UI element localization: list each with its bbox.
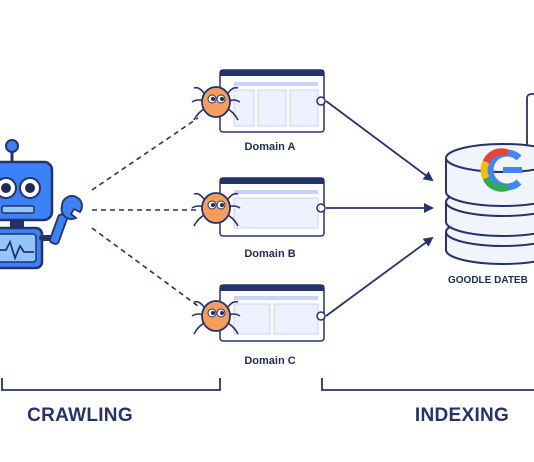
indexing-bracket (321, 378, 534, 391)
arrow-c (325, 236, 434, 317)
google-logo-icon (480, 148, 522, 192)
connector-a (91, 117, 199, 191)
robot-icon (0, 139, 59, 270)
domain-window-c (219, 284, 326, 342)
index-arrows (325, 100, 434, 317)
arrow-a (325, 100, 434, 182)
domain-label-c: Domain C (244, 355, 295, 367)
spider-icon (191, 192, 241, 227)
domain-label-b: Domain B (244, 248, 295, 260)
connector-c (91, 227, 199, 307)
crawl-connectors (91, 117, 199, 307)
crawling-bracket (1, 378, 221, 391)
domain-label-a: Domain A (245, 141, 296, 153)
spider-icon (191, 300, 241, 335)
domain-window-b (219, 177, 326, 237)
section-label-indexing: INDEXING (415, 405, 509, 426)
section-label-crawling: CRAWLING (27, 405, 133, 426)
spider-icon (191, 86, 241, 121)
domain-window-a (219, 69, 326, 133)
database-label: GOODLE DATEB (448, 275, 528, 286)
wrench-icon (49, 195, 83, 245)
